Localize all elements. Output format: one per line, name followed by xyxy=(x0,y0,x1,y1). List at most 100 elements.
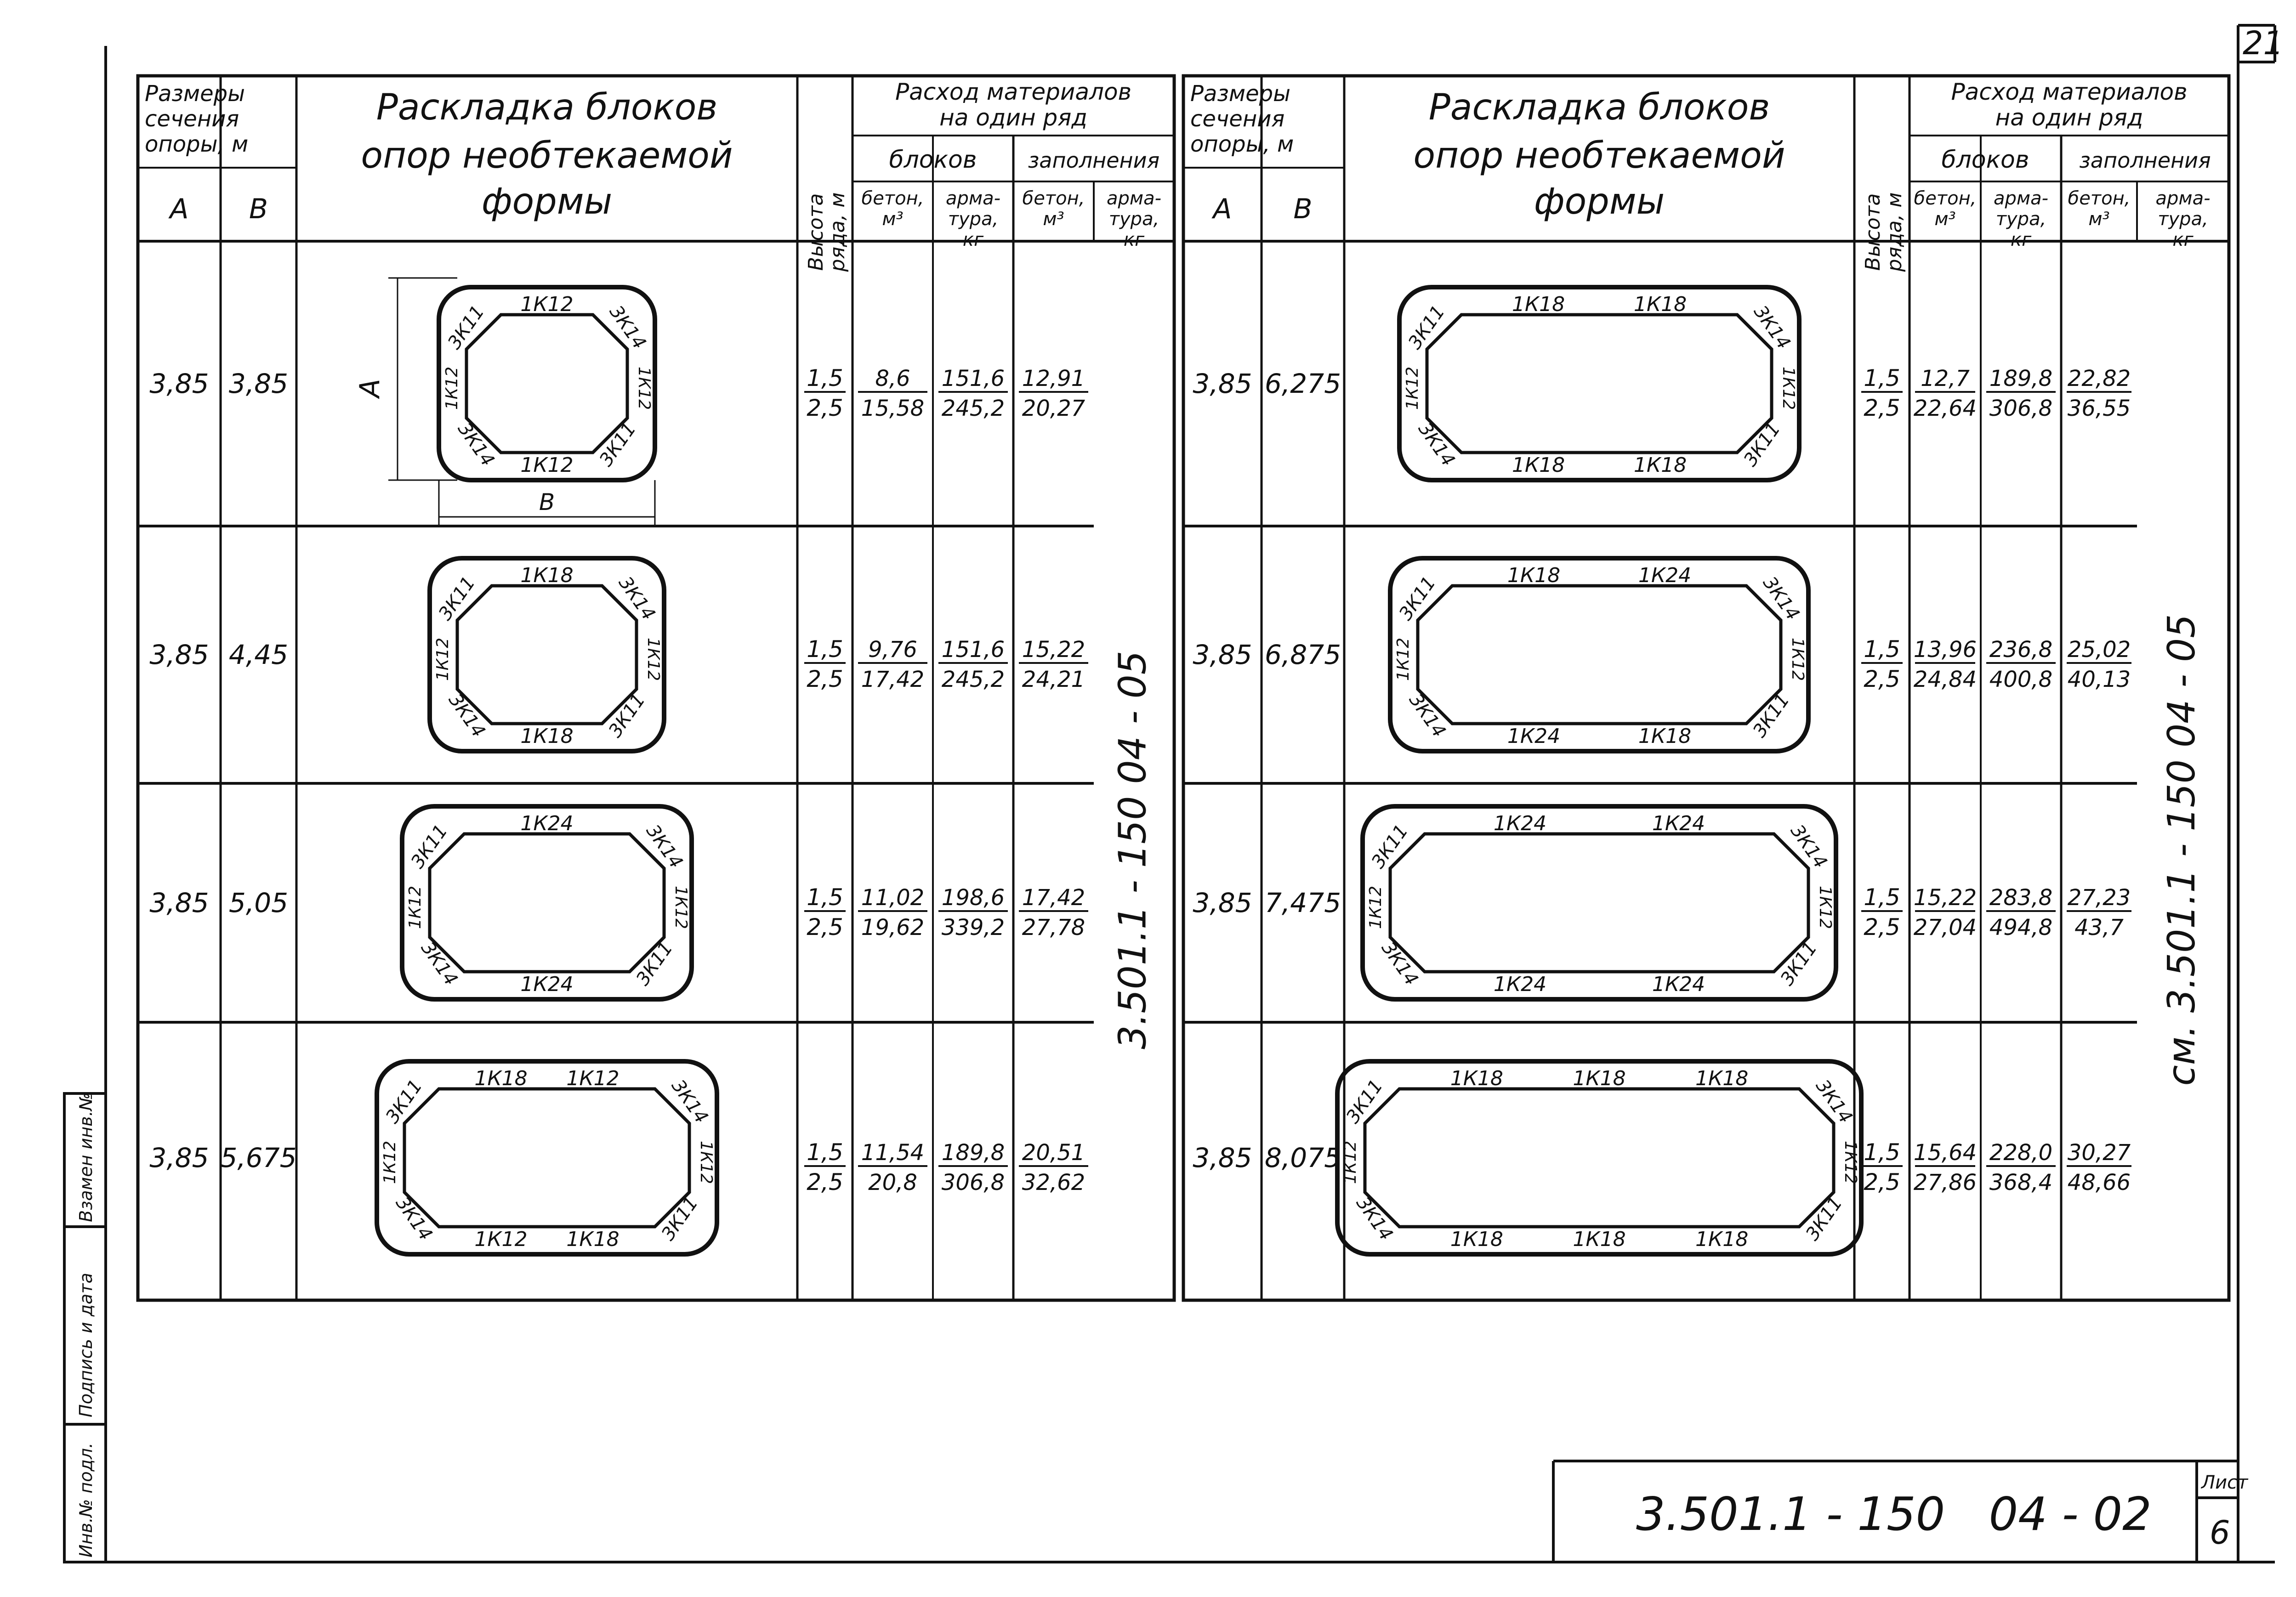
filling-rebar-reference: 3.501.1 - 150 04 - 05 xyxy=(1111,651,1155,1049)
cell-height-1: 1,5 xyxy=(1864,365,1900,391)
cell-concrete_blocks-1: 13,96 xyxy=(1914,637,1977,663)
cell-b: 7,475 xyxy=(1265,887,1341,918)
cell-b: 4,45 xyxy=(229,639,288,670)
header-rebar-1: кг xyxy=(2011,229,2032,250)
header-layout-title-1: Раскладка блоков xyxy=(376,87,718,128)
side-block-label: 1К12 xyxy=(1403,367,1422,410)
cell-concrete_fill-2: 40,13 xyxy=(2068,667,2131,692)
cell-b: 6,875 xyxy=(1265,639,1341,670)
bottom-block-label: 1К18 xyxy=(1695,1228,1748,1251)
corner-block-label: 3К14 xyxy=(642,821,687,872)
header-concrete-0: м³ xyxy=(1934,209,1955,230)
side-block-label: 1К12 xyxy=(1341,1141,1360,1184)
cell-rebar_blocks-2: 494,8 xyxy=(1989,915,2052,940)
header-concrete-2: бетон, xyxy=(1023,188,1085,209)
top-block-label: 1К18 xyxy=(520,564,573,587)
cell-rebar_blocks-2: 339,2 xyxy=(942,915,1005,940)
cell-rebar_blocks-2: 245,2 xyxy=(942,667,1005,692)
header-row-height-1: Высота xyxy=(804,193,828,271)
header-col-a: А xyxy=(168,193,188,225)
cell-height-1: 1,5 xyxy=(807,884,843,911)
cell-a: 3,85 xyxy=(149,639,209,670)
header-layout-title-3: формы xyxy=(1534,181,1665,222)
header-blocks: блоков xyxy=(889,146,977,174)
cell-concrete_fill-1: 22,82 xyxy=(2068,366,2131,391)
corner-block-label: 3К11 xyxy=(381,1076,426,1127)
header-concrete-0: бетон, xyxy=(862,188,924,209)
corner-block-label: 3К14 xyxy=(1786,821,1831,872)
header-section-sizes: Размеры xyxy=(145,81,245,107)
header-col-b: В xyxy=(1293,193,1312,225)
cell-rebar_blocks-1: 189,8 xyxy=(1989,366,2052,391)
sheet-label: Лист xyxy=(2200,1472,2249,1493)
cell-concrete_fill-1: 25,02 xyxy=(2068,637,2131,663)
bottom-block-label: 1К24 xyxy=(520,973,573,996)
header-rebar-1: тура, xyxy=(1996,209,2046,230)
support-outline xyxy=(1388,556,1811,753)
corner-number: 21 xyxy=(2243,24,2284,62)
cell-height-1: 1,5 xyxy=(807,636,843,663)
top-block-label: 1К12 xyxy=(520,293,573,316)
cell-b: 3,85 xyxy=(229,368,288,399)
corner-block-label: 3К11 xyxy=(443,301,489,353)
side-block-label: 1К12 xyxy=(635,367,654,410)
cell-rebar_blocks-1: 228,0 xyxy=(1989,1140,2052,1166)
cell-height-2: 2,5 xyxy=(1864,1169,1900,1195)
corner-block-label: 3К14 xyxy=(1750,301,1795,353)
cell-rebar_blocks-1: 151,6 xyxy=(942,366,1005,391)
cell-concrete_fill-1: 17,42 xyxy=(1022,885,1085,911)
cell-concrete_fill-2: 36,55 xyxy=(2068,396,2131,421)
bottom-block-label: 1К24 xyxy=(1494,973,1546,996)
side-block-label: 1К12 xyxy=(381,1141,399,1184)
cell-height-2: 2,5 xyxy=(807,395,843,421)
side-block-label: 1К12 xyxy=(1816,886,1835,929)
header-filling: заполнения xyxy=(1028,148,1159,173)
cell-concrete_fill-2: 24,21 xyxy=(1022,667,1085,692)
header-layout-title-2: опор необтекаемой xyxy=(1413,135,1785,176)
header-materials-2: на один ряд xyxy=(939,104,1087,131)
header-section-sizes-3: опоры, м xyxy=(1190,131,1294,157)
support-outline xyxy=(1335,1059,1864,1257)
cell-height-2: 2,5 xyxy=(1864,914,1900,940)
top-block-label: 1К18 xyxy=(474,1067,527,1090)
side-block-label: 1К12 xyxy=(1779,367,1798,410)
cell-concrete_fill-1: 12,91 xyxy=(1022,366,1085,391)
cell-rebar_blocks-1: 236,8 xyxy=(1989,637,2052,663)
bottom-block-label: 1К24 xyxy=(1507,725,1560,748)
cell-concrete_fill-1: 30,27 xyxy=(2068,1140,2131,1166)
corner-block-label: 3К14 xyxy=(605,301,650,353)
cell-height-2: 2,5 xyxy=(807,666,843,692)
top-block-label: 1К18 xyxy=(1450,1067,1503,1090)
side-block-label: 1К12 xyxy=(1366,886,1385,929)
support-outline xyxy=(375,1059,719,1257)
cell-a: 3,85 xyxy=(149,368,209,399)
cell-concrete_blocks-2: 20,8 xyxy=(868,1170,917,1195)
cell-concrete_fill-2: 20,27 xyxy=(1022,396,1085,421)
header-concrete-2: м³ xyxy=(2088,209,2109,230)
cell-concrete_blocks-1: 12,7 xyxy=(1921,366,1970,391)
cell-a: 3,85 xyxy=(1193,368,1252,399)
corner-block-label: 3К11 xyxy=(407,821,452,872)
bottom-block-label: 1К24 xyxy=(1652,973,1705,996)
header-row-height-2: ряда, м xyxy=(826,193,849,272)
sheet-number: 6 xyxy=(2210,1514,2230,1552)
header-rebar-3: кг xyxy=(2172,229,2194,250)
header-col-a: А xyxy=(1211,193,1232,225)
bottom-block-label: 1К18 xyxy=(1512,453,1565,477)
cell-a: 3,85 xyxy=(149,1142,209,1173)
top-block-label: 1К18 xyxy=(1512,293,1565,316)
header-concrete-2: бетон, xyxy=(2068,188,2131,209)
cell-height-2: 2,5 xyxy=(1864,666,1900,692)
top-block-label: 1К24 xyxy=(1638,564,1691,587)
cell-b: 8,075 xyxy=(1265,1142,1341,1173)
